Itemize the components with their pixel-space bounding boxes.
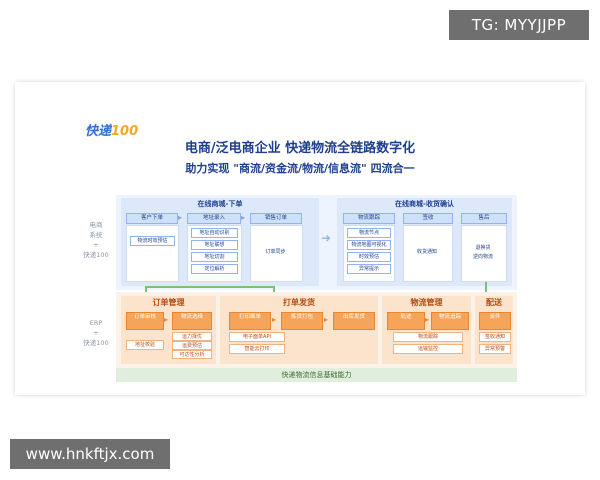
order-sync-box: 订单同步: [255, 248, 296, 256]
base-capability-bar: 快递物流信息基础能力: [116, 368, 517, 382]
outbound-box: 出库发货: [333, 312, 375, 330]
map-box: 物流地图可视化: [347, 240, 391, 250]
logo-text: 快递: [85, 124, 112, 139]
arrow-right-icon: ▸: [425, 315, 430, 324]
arrow-right-icon: ➜: [321, 231, 332, 245]
address-split-box: 地址切割: [191, 252, 238, 262]
diagram-card: 快递100 电商/泛电商企业 快递物流全链路数字化 助力实现 "商流/资金流/物…: [15, 82, 585, 395]
notify-text: 通知: [495, 334, 506, 340]
left-label-bottom: ERP + 快递100: [79, 318, 113, 348]
customer-order-box: 客户下单: [126, 213, 178, 224]
reachability-box: 可达性分析: [172, 350, 212, 359]
watermark-bottom: www.hnkftjx.com: [10, 439, 170, 469]
left-label-line: 快递100: [83, 339, 109, 347]
tracking-box: 物流跟踪: [343, 213, 395, 224]
trajectory-box: 轨迹: [387, 312, 425, 330]
sign-notify-box: 签收通知: [479, 332, 511, 342]
after-sales-box: 售后: [461, 213, 507, 224]
left-label-line: ERP: [89, 319, 103, 327]
address-recognize-box: 地址自动识别: [191, 228, 238, 238]
left-label-line: 电商: [89, 221, 103, 229]
sign-box: 签收: [403, 213, 453, 224]
receipt-notice-box: 收货通知: [407, 248, 447, 256]
cloud-print-box: 智能云打印: [229, 344, 285, 354]
carrier-select-box: 物流选择: [172, 312, 212, 330]
diagram-title: 电商/泛电商企业 快递物流全链路数字化: [184, 141, 416, 156]
return-box: 退换货: [465, 244, 501, 252]
connector-line: [485, 282, 487, 298]
left-label-line: +: [93, 241, 99, 249]
eta-box: 物流时效预估: [130, 236, 175, 246]
left-label-top: 电商 系统 + 快递100: [79, 220, 113, 260]
address-entry-box: 地址录入: [187, 213, 241, 224]
logistics-tracking-box: 物流追踪: [431, 312, 469, 330]
left-label-line: +: [93, 329, 99, 337]
sub-panel: [126, 225, 179, 282]
address-check-box: 地址校验: [126, 340, 164, 350]
watermark-top: TG: MYYJJPP: [449, 10, 589, 40]
freight-box: 运费预估: [172, 341, 212, 350]
brand-logo: 快递100: [85, 120, 138, 139]
arrow-right-icon: ▸: [164, 315, 169, 324]
node-box: 物流节点: [347, 228, 391, 238]
arrow-right-icon: ▸: [241, 213, 246, 222]
print-ship-header: 打单发货: [283, 298, 315, 307]
geo-parse-box: 定位解析: [191, 264, 238, 274]
diagram-subtitle: 助力实现 "商流/资金流/物流/信息流" 四流合一: [185, 162, 415, 175]
arrow-right-icon: ▸: [272, 315, 277, 324]
delivery-panel-header: 在线商城-收货确认: [395, 200, 454, 208]
capacity-box: 运力择优: [172, 332, 212, 341]
transport-monitor-box: 运输监控: [393, 344, 463, 354]
alert-box: 异常预警: [479, 344, 511, 354]
e-waybill-box: 电子面单API: [229, 332, 285, 342]
dispatch-box: 派件: [479, 312, 511, 330]
sales-order-box: 销售订单: [250, 213, 302, 224]
tracking-sub-box: 物流跟踪: [393, 332, 463, 342]
arrow-right-icon: ▸: [324, 315, 329, 324]
timing-box: 时效预估: [347, 252, 391, 262]
exception-box: 异常提示: [347, 264, 391, 274]
order-review-box: 订单审核: [126, 312, 164, 330]
connector-line: [145, 286, 275, 288]
print-label-box: 打印面单: [229, 312, 271, 330]
address-suggest-box: 地址联想: [191, 240, 238, 250]
pick-pack-box: 拣货打包: [281, 312, 323, 330]
delivery-dispatch-header: 配送: [486, 298, 502, 307]
order-management-header: 订单管理: [152, 298, 185, 307]
arrow-right-icon: ▸: [178, 213, 183, 222]
sign-text: 签收: [484, 334, 495, 340]
logistics-management-header: 物流管理: [410, 298, 443, 307]
reverse-logistics-box: 逆向物流: [465, 253, 501, 261]
order-panel-header: 在线商城-下单: [197, 200, 243, 208]
logo-number: 100: [111, 124, 139, 139]
left-label-line: 快递100: [83, 251, 109, 259]
left-label-line: 系统: [89, 231, 103, 239]
